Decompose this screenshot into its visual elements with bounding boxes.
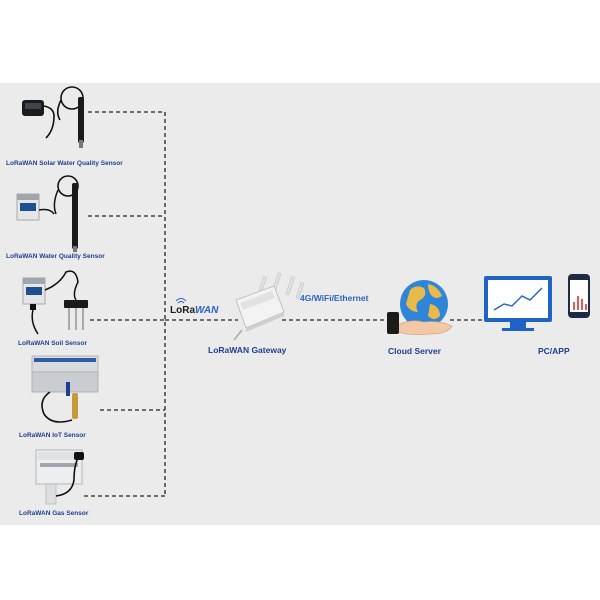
dashed-connectors	[84, 111, 498, 497]
gas-sensor-icon	[35, 449, 84, 505]
gateway-label: LoRaWAN Gateway	[208, 345, 287, 355]
lorawan-logo-lo: LoRa	[170, 305, 195, 316]
sensor-label-solar-water-quality: LoRaWAN Solar Water Quality Sensor	[6, 160, 123, 167]
globe-hand-icon	[387, 280, 453, 335]
solar-water-quality-sensor-icon	[22, 86, 84, 148]
sensor-label-iot: LoRaWAN IoT Sensor	[19, 432, 86, 439]
monitor-icon	[484, 276, 552, 331]
lorawan-logo: LoRaWAN	[170, 305, 218, 316]
sensor-label-water-quality: LoRaWAN Water Quality Sensor	[6, 253, 105, 260]
gateway-icon	[233, 272, 305, 341]
soil-sensor-icon	[22, 270, 88, 335]
phone-icon	[568, 274, 590, 318]
lorawan-logo-wan: WAN	[195, 305, 219, 316]
sensor-label-soil: LoRaWAN Soil Sensor	[18, 340, 87, 347]
water-quality-sensor-icon	[16, 175, 79, 252]
cloud-server-label: Cloud Server	[388, 346, 441, 356]
link-label: 4G/WiFi/Ethernet	[300, 293, 369, 303]
lorawan-logo-icon	[175, 298, 187, 304]
sensor-label-gas: LoRaWAN Gas Sensor	[19, 510, 89, 517]
pc-app-label: PC/APP	[538, 346, 570, 356]
iot-sensor-icon	[31, 355, 99, 423]
